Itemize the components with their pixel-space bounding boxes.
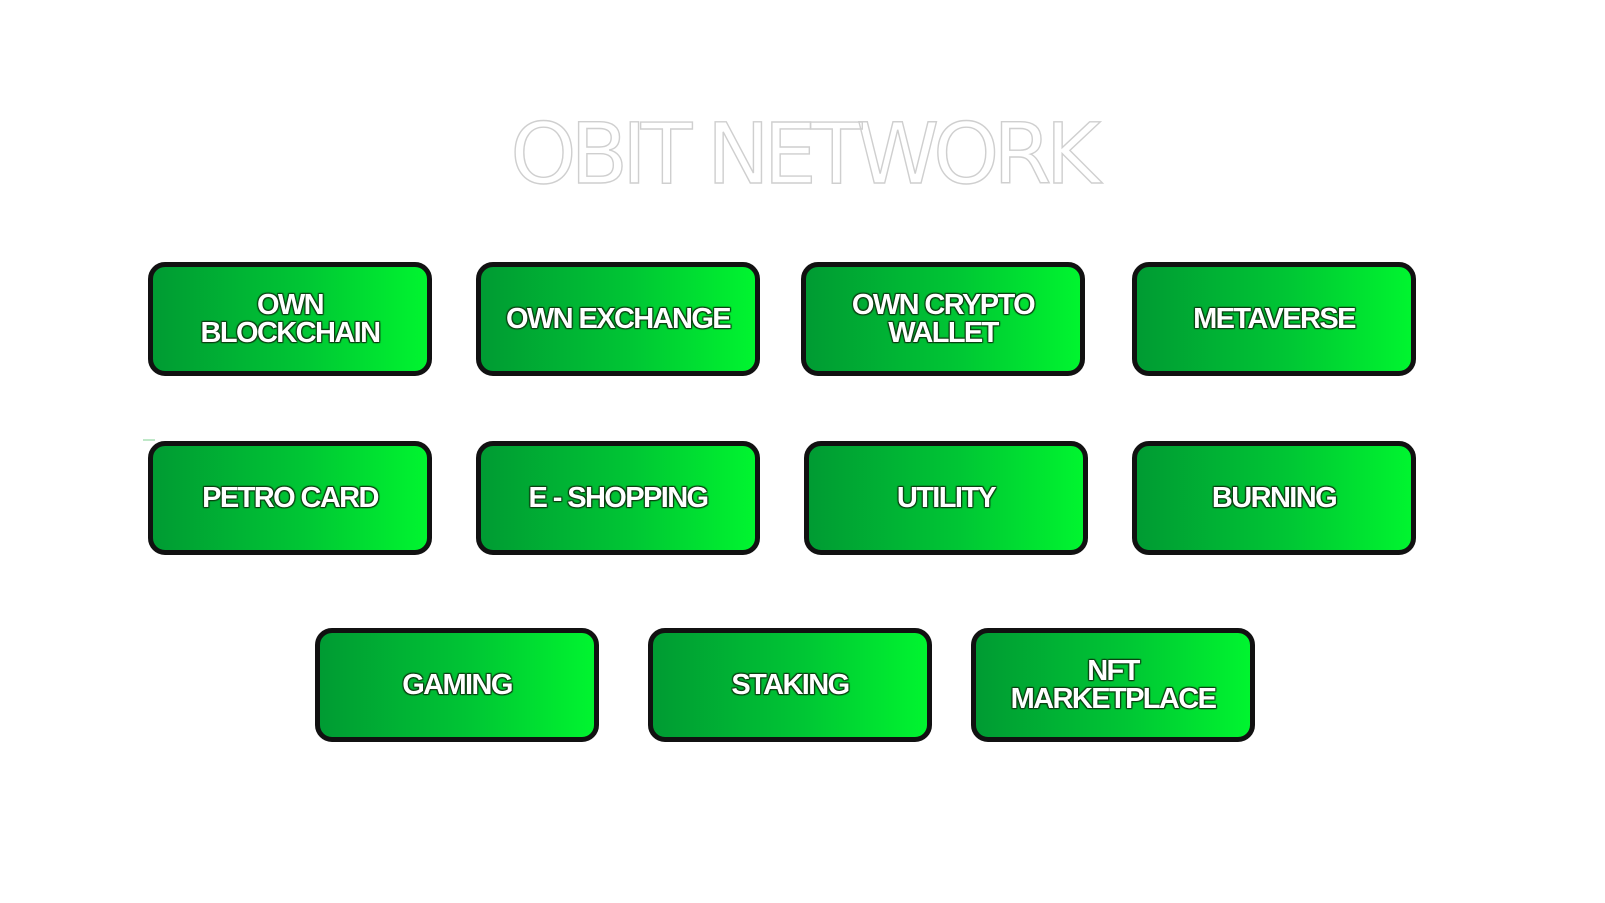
- tile-petro-card[interactable]: PETRO CARD: [148, 441, 432, 555]
- tile-label: PETRO CARD: [202, 482, 379, 514]
- tile-e-shopping[interactable]: E - SHOPPING: [476, 441, 760, 555]
- tile-own-blockchain[interactable]: OWN BLOCKCHAIN: [148, 262, 432, 376]
- tile-label: GAMING: [402, 669, 513, 701]
- tile-own-exchange[interactable]: OWN EXCHANGE: [476, 262, 760, 376]
- tile-nft-marketplace[interactable]: NFT MARKETPLACE: [971, 628, 1255, 742]
- tile-metaverse[interactable]: METAVERSE: [1132, 262, 1416, 376]
- tile-label: E - SHOPPING: [528, 482, 710, 514]
- tile-gaming[interactable]: GAMING: [315, 628, 599, 742]
- tile-label: OWN CRYPTO WALLET: [851, 289, 1036, 349]
- tile-label: UTILITY: [896, 482, 997, 514]
- tile-utility[interactable]: UTILITY: [804, 441, 1088, 555]
- tile-label: OWN EXCHANGE: [505, 303, 732, 335]
- tile-own-crypto-wallet[interactable]: OWN CRYPTO WALLET: [801, 262, 1085, 376]
- decorative-speck: [143, 439, 155, 441]
- tile-label: STAKING: [731, 669, 850, 701]
- tile-label: METAVERSE: [1193, 303, 1356, 335]
- tile-burning[interactable]: BURNING: [1132, 441, 1416, 555]
- tile-staking[interactable]: STAKING: [648, 628, 932, 742]
- tile-label: NFT MARKETPLACE: [1010, 655, 1217, 715]
- tile-label: OWN BLOCKCHAIN: [200, 289, 382, 349]
- tile-label: BURNING: [1211, 482, 1338, 514]
- page-title: OBIT NETWORK: [510, 105, 1102, 203]
